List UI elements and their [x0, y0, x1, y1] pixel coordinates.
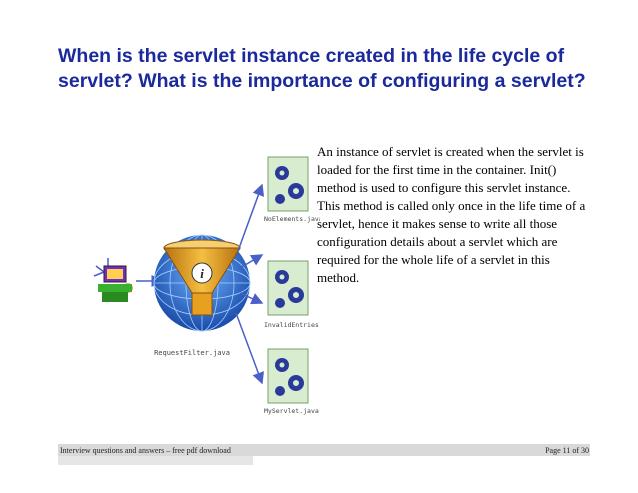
person-at-computer-icon	[93, 258, 133, 302]
servlet-filter-diagram: i RequestFilter.java NoElements.java Inv…	[93, 156, 320, 415]
footer-source: Interview questions and answers – free p…	[60, 446, 231, 455]
file-label-2: InvalidEntries.java	[264, 321, 320, 329]
servlet-file-icon	[267, 348, 309, 404]
file-label-1: NoElements.java	[264, 215, 320, 223]
svg-text:i: i	[200, 266, 204, 281]
file-label-3: MyServlet.java	[264, 407, 319, 415]
info-icon: i	[191, 262, 213, 284]
page-number: Page 11 of 30	[545, 446, 589, 455]
slide-body-text: An instance of servlet is created when t…	[317, 144, 586, 285]
footer-sub-bar	[58, 456, 253, 465]
servlet-file-icon	[267, 156, 309, 212]
servlet-file-icon	[267, 260, 309, 316]
footer-bar	[58, 444, 590, 456]
slide-title: When is the servlet instance created in …	[58, 45, 586, 92]
filter-label: RequestFilter.java	[154, 349, 230, 357]
